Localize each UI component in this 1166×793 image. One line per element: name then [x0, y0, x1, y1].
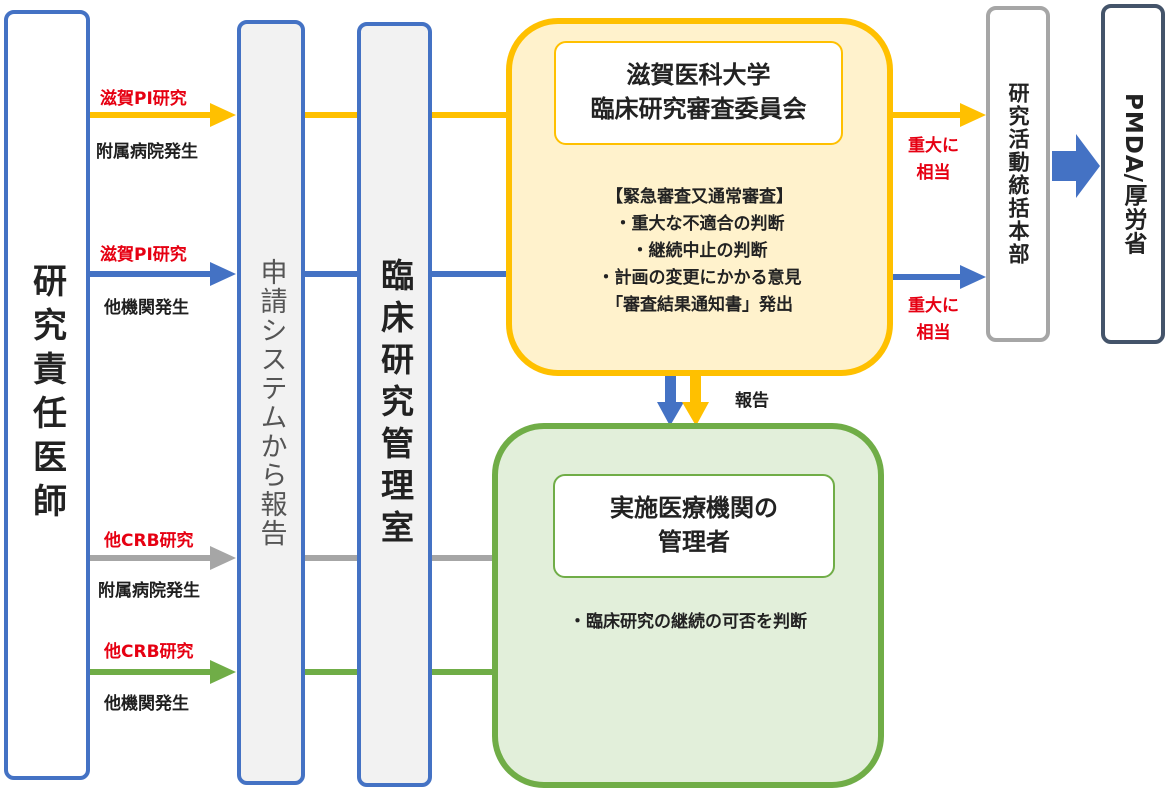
- input-arrow-1: [90, 103, 236, 127]
- input-2-subtitle: 他機関発生: [104, 298, 189, 318]
- input-3-subtitle: 附属病院発生: [98, 581, 200, 601]
- serious-label-2-line1: 重大に: [908, 296, 959, 316]
- report-label: 報告: [735, 391, 769, 411]
- serious-label-1: 重大に 相当: [908, 133, 959, 187]
- review-committee-box: 滋賀医科大学 臨床研究審査委員会 【緊急審査又通常審査】 ・重大な不適合の判断 …: [506, 18, 893, 376]
- review-item-continuation: ・継続中止の判断: [631, 241, 768, 261]
- pmda-mhlw-box: PMDA/厚労省: [1101, 4, 1165, 344]
- administrator-title-1: 実施医療機関の: [610, 494, 778, 523]
- administrator-title-2: 管理者: [658, 528, 730, 556]
- serious-label-1-line1: 重大に: [908, 136, 959, 156]
- review-item-serious-noncompliance: ・重大な不適合の判断: [614, 214, 785, 234]
- administrator-item: ・臨床研究の継続の可否を判断: [569, 612, 807, 632]
- input-1-title: 滋賀PI研究: [100, 89, 187, 109]
- input-2-title: 滋賀PI研究: [100, 245, 187, 265]
- clinical-research-office-box: 臨床研究管理室: [357, 22, 432, 787]
- input-arrow-2: [90, 262, 236, 286]
- principal-investigator-box: 研究責任医師: [4, 10, 90, 780]
- report-arrow-yellow: [682, 374, 709, 426]
- research-hq-label: 研究活動統括本部: [1006, 82, 1030, 266]
- serious-label-1-line2: 相当: [916, 163, 951, 183]
- hq-to-pmda-arrow: [1052, 134, 1100, 198]
- serious-arrow-yellow: [893, 103, 986, 127]
- serious-arrow-blue: [893, 265, 986, 289]
- serious-label-2-line2: 相当: [916, 323, 951, 343]
- review-committee-items: 【緊急審査又通常審査】 ・重大な不適合の判断 ・継続中止の判断 ・計画の変更にか…: [512, 184, 887, 319]
- input-4-subtitle: 他機関発生: [104, 694, 189, 714]
- report-arrow-blue: [657, 374, 684, 426]
- input-1-subtitle: 附属病院発生: [96, 142, 198, 162]
- input-arrow-3: [90, 546, 236, 570]
- review-committee-title-box: 滋賀医科大学 臨床研究審査委員会: [554, 41, 843, 145]
- application-system-label: 申請システムから報告: [255, 257, 287, 548]
- review-item-header: 【緊急審査又通常審査】: [606, 187, 793, 207]
- institution-administrator-box: 実施医療機関の 管理者 ・臨床研究の継続の可否を判断: [492, 423, 884, 788]
- research-hq-box: 研究活動統括本部: [986, 6, 1050, 342]
- clinical-research-office-label: 臨床研究管理室: [375, 257, 415, 552]
- input-arrow-4: [90, 660, 236, 684]
- serious-label-2: 重大に 相当: [908, 293, 959, 347]
- review-item-plan-change: ・計画の変更にかかる意見: [597, 268, 802, 288]
- review-committee-title-1: 滋賀医科大学: [626, 61, 771, 90]
- application-system-box: 申請システムから報告: [237, 20, 305, 785]
- input-4-title: 他CRB研究: [104, 642, 194, 662]
- principal-investigator-label: 研究責任医師: [26, 263, 67, 527]
- pmda-mhlw-label: PMDA/厚労省: [1120, 92, 1146, 256]
- review-item-notice: 「審査結果通知書」発出: [606, 295, 793, 315]
- input-3-title: 他CRB研究: [104, 531, 194, 551]
- administrator-title-box: 実施医療機関の 管理者: [553, 474, 835, 578]
- review-committee-title-2: 臨床研究審査委員会: [590, 95, 807, 123]
